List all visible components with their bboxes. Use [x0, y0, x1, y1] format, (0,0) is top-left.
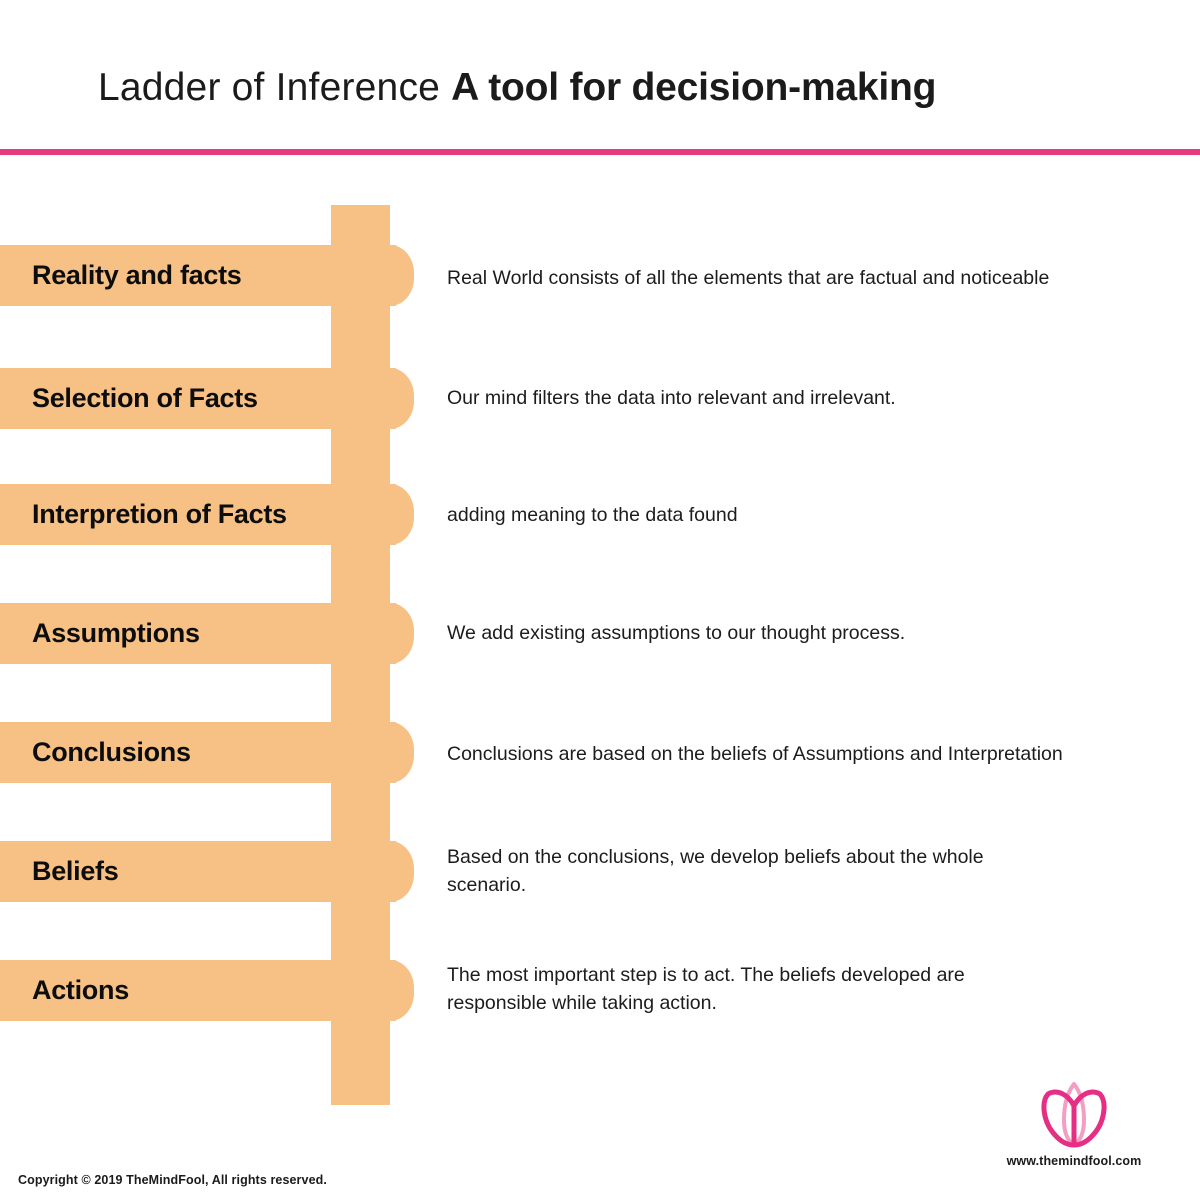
rung-tip-2	[390, 368, 414, 429]
website-url[interactable]: www.themindfool.com	[1006, 1154, 1142, 1168]
rung-description-2: Our mind filters the data into relevant …	[447, 387, 896, 409]
rung-description-7: The most important step is to act. The b…	[447, 964, 965, 1014]
rung-tip-1	[390, 245, 414, 306]
page-title: Ladder of Inference A tool for decision-…	[98, 64, 936, 112]
rung-label-5: Conclusions	[32, 737, 191, 767]
rung-bar-2	[0, 368, 396, 429]
rung-description-1: Real World consists of all the elements …	[447, 267, 1050, 289]
rung-label-2: Selection of Facts	[32, 383, 258, 413]
rung-description-5: Conclusions are based on the beliefs of …	[447, 743, 1063, 765]
rung-description-6: Based on the conclusions, we develop bel…	[447, 846, 984, 896]
rung-bar-6	[0, 841, 396, 902]
rung-tip-5	[390, 722, 414, 783]
page-footer: Copyright © 2019 TheMindFool, All rights…	[0, 1070, 1200, 1200]
page-title-light: Ladder of Inference	[98, 66, 452, 109]
rung-bar-4	[0, 603, 396, 664]
rung-description-4: We add existing assumptions to our thoug…	[447, 622, 906, 644]
rung-tip-7	[390, 960, 414, 1021]
page-header: Ladder of Inference A tool for decision-…	[0, 0, 1200, 155]
header-divider	[0, 149, 1200, 155]
rung-bar-1	[0, 245, 396, 306]
rung-tip-6	[390, 841, 414, 902]
rung-tip-3	[390, 484, 414, 545]
rung-label-3: Interpretion of Facts	[32, 499, 287, 529]
lotus-flower-logo-icon	[1037, 1078, 1111, 1148]
rung-description-3: adding meaning to the data found	[447, 504, 738, 526]
brand-block: www.themindfool.com	[964, 1078, 1184, 1168]
rung-label-6: Beliefs	[32, 856, 119, 886]
copyright-text: Copyright © 2019 TheMindFool, All rights…	[18, 1173, 327, 1187]
rung-label-4: Assumptions	[32, 618, 200, 648]
rung-tip-4	[390, 603, 414, 664]
rung-label-7: Actions	[32, 975, 129, 1005]
rung-bar-3	[0, 484, 396, 545]
rung-bar-7	[0, 960, 396, 1021]
page-title-bold: A tool for decision-making	[451, 66, 937, 109]
rung-bar-5	[0, 722, 396, 783]
rung-label-1: Reality and facts	[32, 260, 242, 290]
